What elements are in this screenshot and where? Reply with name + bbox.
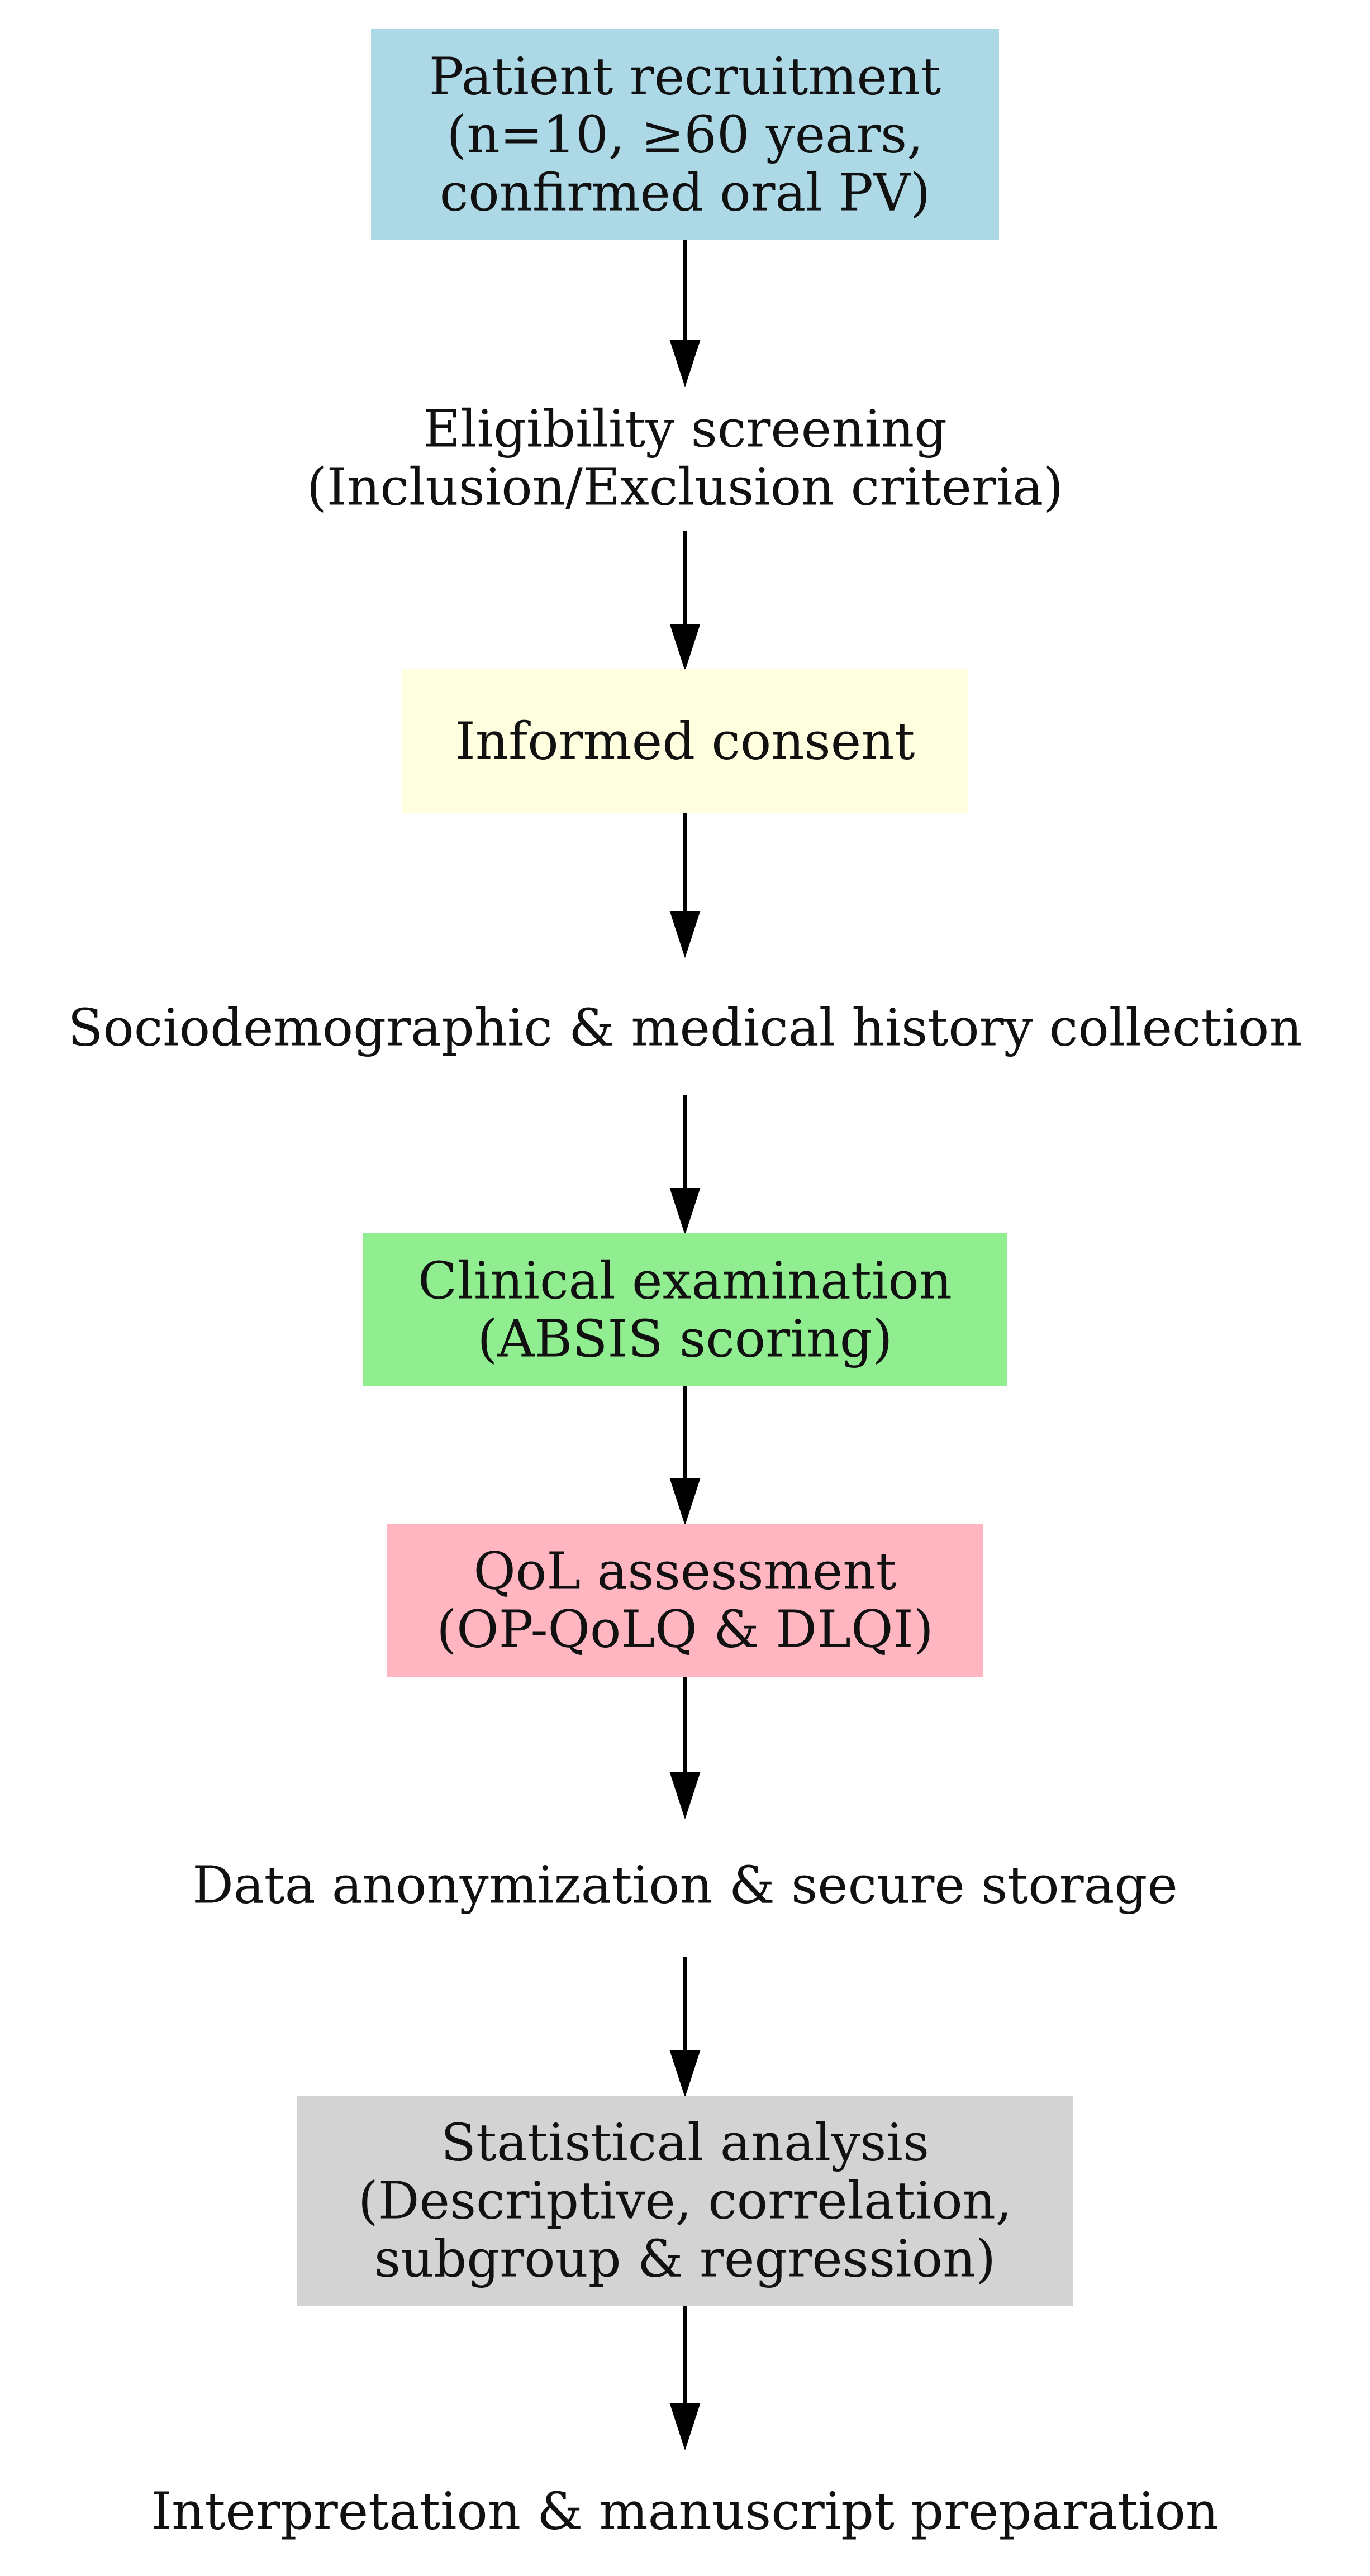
arrow-eligibility-to-consent [669,531,701,671]
node-history-line-1: Sociodemographic & medical history colle… [68,998,1302,1058]
node-qol: QoL assessment(OP-QoLQ & DLQI) [387,1524,983,1677]
node-consent-box [402,669,968,813]
node-anonymization-line-1: Data anonymization & secure storage [192,1855,1178,1915]
arrow-qol-to-anonymization [669,1677,701,1820]
node-clinical-line-1: Clinical examination [418,1251,952,1311]
node-statistics-line-2: (Descriptive, correlation, [358,2171,1012,2231]
node-consent-line-1: Informed consent [455,712,915,771]
node-interpretation: Interpretation & manuscript preparation [151,2482,1219,2541]
node-recruitment-line-2: (n=10, ≥60 years, [447,105,924,165]
arrowhead [669,1188,701,1235]
arrow-anonymization-to-statistics [669,1957,701,2098]
node-statistics-line-3: subgroup & regression) [374,2229,996,2289]
node-interpretation-line-1: Interpretation & manuscript preparation [151,2482,1219,2541]
node-qol-line-1: QoL assessment [473,1542,896,1601]
arrowhead [669,2403,701,2451]
arrow-clinical-to-qol [669,1386,701,1526]
arrowhead [669,624,701,671]
node-recruitment-line-3: confirmed oral PV) [440,163,930,223]
node-statistics: Statistical analysis(Descriptive, correl… [297,2096,1073,2306]
edges-layer [669,240,701,2451]
node-eligibility-line-1: Eligibility screening [423,399,947,459]
node-recruitment-line-1: Patient recruitment [429,47,941,107]
arrowhead [669,1478,701,1526]
arrowhead [669,1772,701,1820]
arrowhead [669,911,701,958]
node-recruitment: Patient recruitment(n=10, ≥60 years,conf… [371,29,999,240]
node-statistics-box [297,2096,1073,2306]
node-statistics-line-1: Statistical analysis [441,2113,929,2173]
node-clinical-line-2: (ABSIS scoring) [477,1309,892,1369]
node-anonymization: Data anonymization & secure storage [192,1855,1178,1915]
node-history: Sociodemographic & medical history colle… [68,998,1302,1058]
node-qol-box [387,1524,983,1677]
arrowhead [669,2050,701,2098]
node-clinical-box [363,1233,1007,1386]
arrow-statistics-to-interpretation [669,2306,701,2451]
arrow-recruitment-to-eligibility [669,240,701,388]
arrowhead [669,340,701,388]
node-eligibility: Eligibility screening(Inclusion/Exclusio… [307,399,1063,517]
arrow-history-to-clinical [669,1095,701,1235]
nodes-layer: Patient recruitment(n=10, ≥60 years,conf… [68,29,1302,2541]
node-consent: Informed consent [402,669,968,813]
node-recruitment-box [371,29,999,240]
node-clinical: Clinical examination(ABSIS scoring) [363,1233,1007,1386]
node-eligibility-line-2: (Inclusion/Exclusion criteria) [307,457,1063,517]
node-qol-line-2: (OP-QoLQ & DLQI) [436,1600,934,1659]
arrow-consent-to-history [669,813,701,958]
